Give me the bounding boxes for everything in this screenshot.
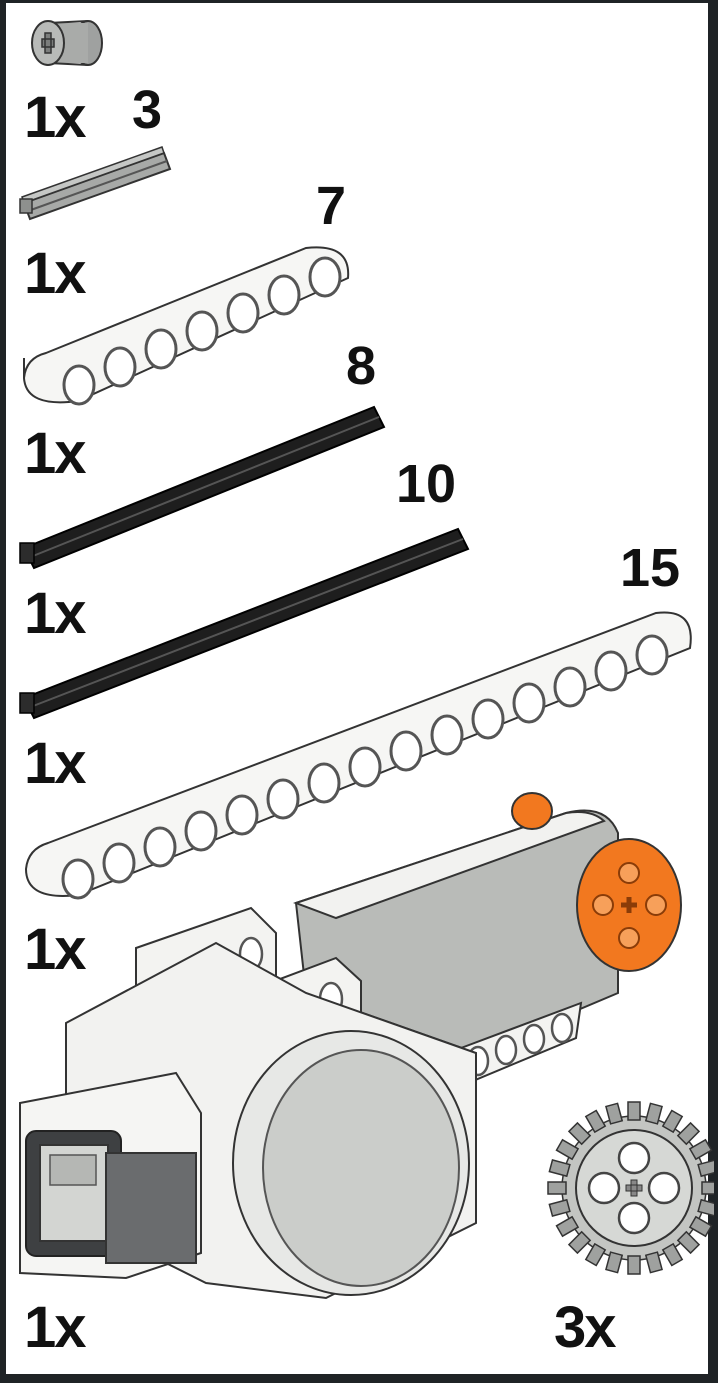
axle-10-icon (19, 527, 470, 720)
parts-list-panel: 1x 3 1x 7 1x 8 1x 10 1x 15 1x 1x 3x (3, 0, 714, 1377)
qty-gear-24: 3x (554, 1295, 616, 1360)
qty-beam-15: 1x (24, 917, 86, 982)
qty-axle-3: 1x (24, 241, 86, 306)
qty-bush: 1x (24, 85, 86, 150)
gear-24-icon (547, 1101, 714, 1275)
length-beam-15: 15 (620, 538, 681, 598)
beam-7-icon (22, 246, 350, 406)
length-axle-10: 10 (396, 454, 457, 514)
beam-15-icon (24, 611, 692, 900)
axle-3-icon (19, 146, 172, 221)
qty-axle-8: 1x (24, 581, 86, 646)
length-axle-3: 3 (132, 80, 163, 140)
qty-servo-motor: 1x (24, 1295, 86, 1360)
qty-axle-10: 1x (24, 731, 86, 796)
bush-icon (31, 20, 103, 66)
axle-8-icon (19, 405, 386, 570)
parts-illustrations (19, 20, 714, 1300)
servo-motor-icon (19, 792, 682, 1300)
qty-beam-7: 1x (24, 421, 86, 486)
length-axle-8: 8 (346, 336, 377, 396)
length-beam-7: 7 (316, 176, 347, 236)
